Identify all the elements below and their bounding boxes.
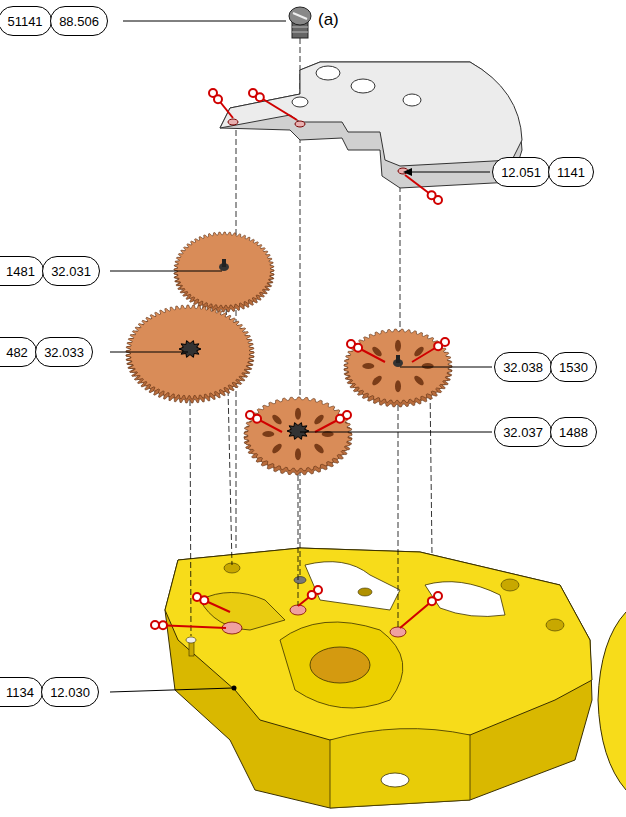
oil-marker	[151, 621, 159, 629]
oil-marker	[405, 175, 438, 200]
callout-number: 88.506	[50, 6, 108, 36]
callout-text: 12.051	[501, 165, 541, 180]
callout-text: 1134	[6, 685, 34, 700]
oil-marker	[253, 93, 297, 120]
oil-marker	[308, 591, 316, 599]
oil-marker	[200, 596, 208, 604]
callout-number: 1141	[548, 157, 594, 187]
gear	[344, 329, 452, 407]
callout-number: 482	[0, 337, 37, 367]
callout-number: 32.031	[42, 256, 100, 286]
oil-marker	[159, 621, 167, 629]
callout-text: 32.038	[503, 360, 543, 375]
gear	[126, 305, 254, 403]
oil-marker	[354, 344, 362, 352]
callout-text: 88.506	[59, 14, 99, 29]
callout-text: 32.033	[44, 345, 84, 360]
view-label: (a)	[318, 10, 339, 30]
oil-marker	[351, 344, 385, 362]
callout-number: 1530	[550, 352, 597, 382]
oil-marker	[298, 590, 318, 606]
callout-text: 1481	[6, 264, 35, 279]
oil-marker	[213, 93, 233, 118]
callout-text: 51141	[7, 14, 42, 29]
oil-marker	[336, 415, 344, 423]
main-plate	[165, 548, 592, 808]
callout-text: 32.031	[51, 264, 91, 279]
callout-text: 1141	[557, 165, 585, 180]
oil-marker	[214, 95, 222, 103]
callout-number: 32.033	[35, 337, 93, 367]
oil-marker	[434, 342, 442, 350]
oil-marker	[256, 93, 264, 101]
gear	[244, 397, 352, 475]
callout-text: 1530	[559, 360, 588, 375]
callout-number: 32.037	[494, 417, 552, 447]
oil-marker	[315, 415, 347, 432]
bridge-plate	[220, 62, 522, 188]
callout-text: 482	[6, 345, 28, 360]
callout-number: 1134	[0, 677, 43, 707]
callout-text: 12.030	[50, 685, 90, 700]
oil-marker	[250, 415, 282, 432]
callout-text: 32.037	[503, 425, 543, 440]
callout-number: 1481	[0, 256, 44, 286]
screw	[289, 7, 311, 38]
oil-marker	[428, 597, 436, 605]
callout-number: 32.038	[494, 352, 552, 382]
gear	[174, 232, 274, 312]
callout-number: 51141	[0, 6, 52, 36]
callout-number: 12.051	[492, 157, 550, 187]
oil-marker	[428, 191, 436, 199]
leader-lines	[110, 21, 492, 692]
oil-marker	[400, 596, 438, 628]
oil-marker	[412, 342, 445, 362]
oil-marker	[253, 415, 261, 423]
callout-number: 1488	[550, 417, 597, 447]
callout-text: 1488	[559, 425, 588, 440]
callout-number: 12.030	[41, 677, 99, 707]
oil-marker	[197, 597, 230, 612]
